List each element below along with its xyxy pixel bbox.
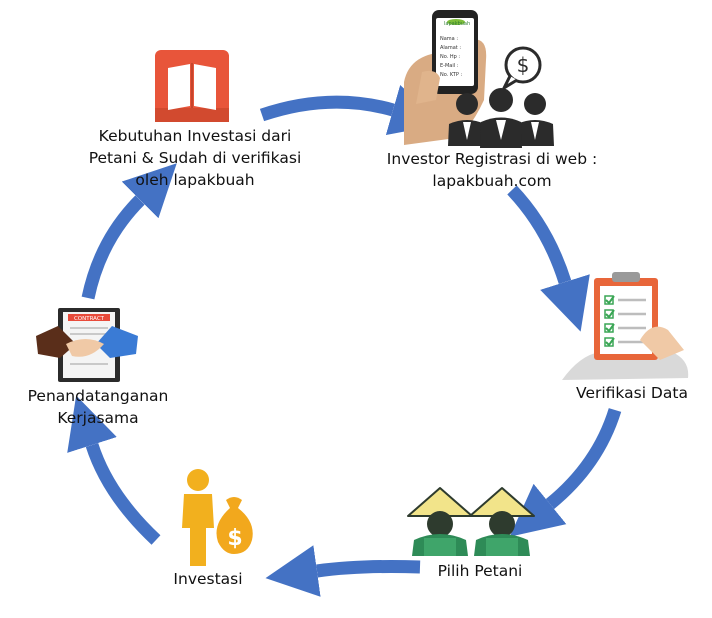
dollar-speech-icon: $: [502, 46, 542, 90]
investor-money-bag-icon: $: [182, 469, 253, 566]
check-icon: [605, 337, 615, 347]
farmer-group-icon: [407, 487, 535, 556]
step-verifikasi-label: Verifikasi Data: [572, 382, 692, 404]
arrow-penandatanganan-to-kebutuhan: [81, 163, 177, 300]
svg-text:$: $: [227, 526, 242, 551]
step-penandatanganan-line: Kerjasama: [57, 409, 139, 427]
check-icon: [605, 323, 615, 333]
step-registrasi-line: lapakbuah.com: [432, 172, 552, 190]
phone-form-fields: Nama : Alamat : No. Hp : E-Mail : No. KTP :: [440, 36, 462, 78]
phone-form-field: Alamat :: [440, 45, 461, 51]
contract-label: CONTRACT: [74, 316, 105, 322]
step-penandatanganan-label: Penandatanganan Kerjasama: [20, 385, 176, 429]
step-kebutuhan-line: Kebutuhan Investasi dari: [98, 127, 292, 145]
phone-form-field: No. Hp :: [440, 54, 460, 60]
step-kebutuhan-line: oleh lapakbuah: [135, 171, 255, 189]
check-icon: [605, 295, 615, 305]
arrow-verifikasi-to-pilih: [509, 408, 622, 537]
checklist-rows: [604, 295, 646, 347]
step-kebutuhan-line: Petani & Sudah di verifikasi: [88, 149, 302, 167]
arrow-kebutuhan-to-registrasi: [259, 84, 444, 136]
step-registrasi-label: Investor Registrasi di web : lapakbuah.c…: [372, 148, 612, 192]
arrow-pilih-to-investasi: [265, 545, 421, 597]
step-investasi-label: Investasi: [160, 568, 256, 590]
step-verifikasi-line: Verifikasi Data: [576, 384, 688, 402]
phone-form-field: E-Mail :: [440, 63, 459, 69]
phone-registration-icon: lapakbuah Nama : Alamat : No. Hp : E-Mail :…: [404, 10, 487, 145]
step-penandatanganan-line: Penandatanganan: [27, 387, 169, 405]
phone-form-field: No. KTP :: [440, 72, 462, 78]
step-pilih-label: Pilih Petani: [428, 560, 532, 582]
check-icon: [605, 309, 615, 319]
step-kebutuhan-label: Kebutuhan Investasi dari Petani & Sudah …: [80, 125, 310, 191]
phone-brand-text: lapakbuah: [444, 21, 470, 27]
phone-form-field: Nama :: [440, 36, 458, 42]
contract-handshake-icon: CONTRACT: [36, 308, 138, 382]
arrow-investasi-to-penandatanganan: [67, 395, 161, 545]
book-icon: [155, 50, 229, 122]
arrow-registrasi-to-verifikasi: [507, 185, 590, 332]
step-investasi-line: Investasi: [173, 570, 243, 588]
svg-text:$: $: [517, 53, 530, 77]
step-registrasi-line: Investor Registrasi di web :: [386, 150, 598, 168]
investor-group-icon: [448, 88, 554, 148]
clipboard-checklist-icon: [562, 272, 689, 380]
step-pilih-line: Pilih Petani: [437, 562, 523, 580]
